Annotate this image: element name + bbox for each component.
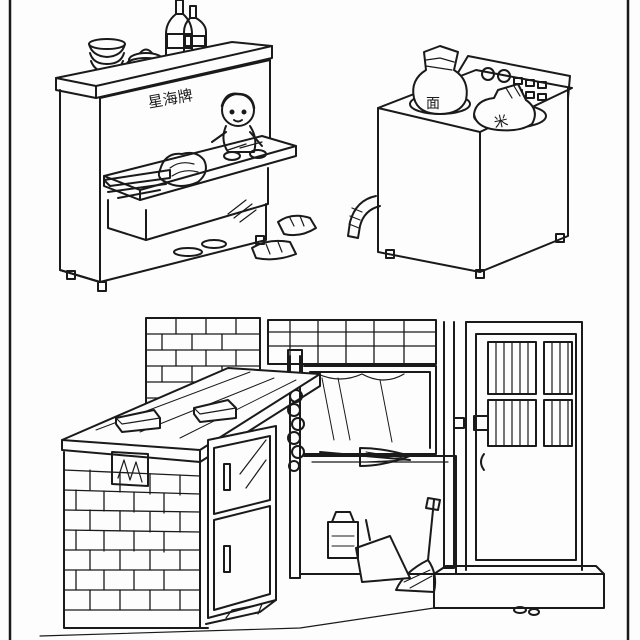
rice-bag-label: 米 (493, 113, 510, 132)
dustpan-icon (355, 519, 411, 583)
brick-icon (115, 409, 161, 433)
jar-icon (327, 511, 359, 559)
broom-icon (319, 447, 411, 467)
cabbage-icon (157, 151, 207, 187)
piano-brand-label: 星海牌 (147, 86, 194, 112)
piano: 星海牌 (55, 0, 297, 292)
page-border (8, 0, 630, 640)
carrot-icon (103, 169, 171, 199)
shoe-icon (277, 214, 317, 237)
doll-icon (211, 92, 267, 161)
flour-bag-label: 面 (426, 96, 440, 112)
drain-hose-icon (347, 195, 381, 239)
shoe-icon (251, 239, 297, 261)
broom-icon (395, 497, 441, 593)
flour-bag-icon: 面 (412, 45, 468, 115)
kitchen-scene (39, 317, 605, 637)
rice-bag-icon: 米 (473, 83, 536, 132)
brick-icon (193, 399, 237, 423)
